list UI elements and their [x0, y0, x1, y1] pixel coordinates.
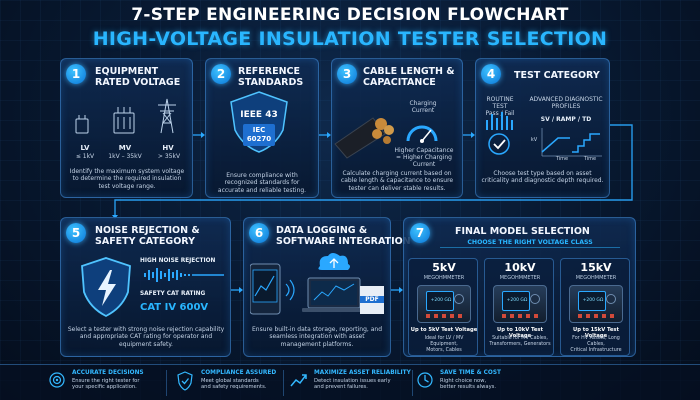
footer-divider [412, 370, 413, 396]
axis-kv-label: kV [530, 137, 538, 143]
megohmmeter-icon: +200 GΩ [493, 285, 547, 323]
model-5kv-upto: Up to 5kV Test Voltage [410, 327, 478, 333]
model-15kv-upto: Up to 15kV Test Voltage [572, 327, 619, 339]
model-10kv-voltage: 10kV [504, 261, 536, 274]
model-10kv-type: MEGOHMMETER [499, 275, 541, 281]
model-15kv-use: For HV Assets, Long Cables,Critical Infr… [570, 336, 622, 353]
hv-range: > 35kV [157, 153, 181, 160]
step-4-description: Choose test type based on asset critical… [481, 170, 604, 185]
step-7-subtitle: CHOOSE THE RIGHT VOLTAGE CLASS [440, 239, 620, 248]
ieee-badge: IEEE 43 [240, 110, 278, 120]
trend-up-icon [290, 374, 307, 387]
step-3-title: CABLE LENGTH &CAPACITANCE [363, 66, 455, 88]
step-5-description: Select a tester with strong noise reject… [67, 326, 225, 348]
footer-divider [166, 370, 167, 396]
step-2-number: 2 [211, 64, 231, 84]
step-1-description: Identify the maximum system voltage to d… [69, 168, 185, 190]
step-6-number: 6 [249, 223, 269, 243]
benefits-footer [0, 364, 700, 400]
gauge-icon [406, 125, 438, 143]
megohmmeter-icon: +200 GΩ [417, 285, 471, 323]
model-10kv-use: Suitable for MV Cables,Transformers, Gen… [489, 336, 551, 347]
model-5kv-voltage: 5kV [432, 261, 456, 274]
cable-icon [334, 117, 394, 159]
step-4-title: TEST CATEGORY [514, 70, 600, 81]
lv-label: LV [80, 144, 90, 152]
model-15kv-type: MEGOHMMETER [575, 275, 617, 281]
step-3-number: 3 [337, 64, 357, 84]
model-5kv-card[interactable]: 5kV MEGOHMMETER +200 GΩ Up to 5kV Test V… [408, 258, 478, 356]
step-6-title: DATA LOGGING &SOFTWARE INTEGRATION [276, 225, 411, 247]
step-3-description: Calculate charging current based on cabl… [340, 170, 454, 192]
model-5kv-type: MEGOHMMETER [423, 275, 465, 281]
cat-rating: CAT IV 600V [140, 302, 209, 313]
data-devices-icon [250, 253, 384, 315]
axis-time-1: Time [555, 156, 569, 162]
noise-rejection-label: HIGH NOISE REJECTION [140, 258, 216, 264]
lv-range: ≤ 1kV [75, 153, 95, 160]
safety-cat-label: SAFETY CAT RATING [140, 291, 206, 297]
voltage-class-icons [75, 98, 176, 134]
step-2-description: Ensure compliance with recognized standa… [217, 172, 307, 194]
model-15kv-voltage: 15kV [580, 261, 612, 274]
step-1-card [60, 58, 193, 198]
pdf-label: PDF [360, 296, 384, 303]
megohmmeter-icon: +200 GΩ [569, 285, 623, 323]
routine-test-icon [486, 112, 513, 155]
axis-time-2: Time [583, 156, 597, 162]
step-1-number: 1 [66, 64, 86, 84]
target-icon [49, 372, 65, 388]
hv-label: HV [162, 144, 174, 152]
footer-divider [283, 370, 284, 396]
step-7-number: 7 [410, 223, 430, 243]
profile-chart [541, 128, 602, 157]
page-subtitle: HIGH-VOLTAGE INSULATION TESTER SELECTION [92, 28, 608, 50]
step-7-title: FINAL MODEL SELECTION [455, 226, 590, 237]
safety-shield-icon [81, 257, 131, 318]
step-4-number: 4 [481, 64, 501, 84]
mv-range: 1kV – 35kV [108, 153, 142, 160]
step-6-description: Ensure built-in data storage, reporting,… [251, 326, 383, 348]
model-15kv-card[interactable]: 15kV MEGOHMMETER +200 GΩ Up to 15kV Test… [560, 258, 630, 356]
clock-icon [417, 372, 433, 388]
noise-waveform [144, 268, 224, 282]
model-5kv-use: Ideal for LV / MV Equipment,Motors, Cabl… [424, 336, 464, 353]
model-10kv-card[interactable]: 10kV MEGOHMMETER +200 GΩ Up to 10kV Test… [484, 258, 554, 356]
mv-label: MV [118, 144, 132, 152]
step-5-title: NOISE REJECTION &SAFETY CATEGORY [95, 225, 200, 247]
page-title: 7-STEP ENGINEERING DECISION FLOWCHART [131, 5, 569, 25]
shield-check-icon [177, 371, 193, 391]
step-5-number: 5 [66, 223, 86, 243]
capacitance-note: Higher Capacitance= Higher Charging Curr… [394, 147, 454, 168]
model-10kv-upto: Up to 10kV Test Voltage [496, 327, 543, 339]
profile-modes: SV / RAMP / TD [540, 116, 592, 123]
